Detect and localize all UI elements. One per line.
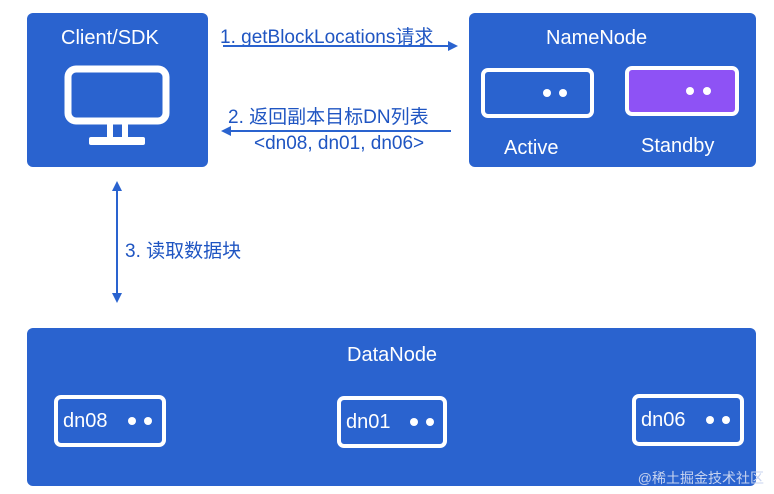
status-dot	[128, 417, 136, 425]
step3-label: 3. 读取数据块	[125, 241, 242, 262]
status-dot	[410, 418, 418, 426]
datanode-dn01: dn01	[337, 396, 447, 448]
status-dot	[706, 416, 714, 424]
status-dot	[703, 87, 711, 95]
step2-label: 2. 返回副本目标DN列表	[228, 107, 429, 128]
standby-label: Standby	[641, 135, 715, 157]
node-label: dn08	[63, 410, 108, 432]
read-arrow	[112, 181, 122, 303]
datanode-box: DataNode dn08 dn01 dn06	[27, 328, 756, 486]
node-label: dn06	[641, 409, 686, 431]
datanode-dn06: dn06	[632, 394, 744, 446]
watermark: @稀土掘金技术社区	[637, 470, 764, 486]
namenode-box: NameNode Active Standby	[469, 13, 756, 167]
step1-label: 1. getBlockLocations请求	[220, 27, 434, 48]
step2-sublabel: <dn08, dn01, dn06>	[254, 133, 425, 154]
status-dot	[559, 89, 567, 97]
active-server	[481, 68, 594, 118]
client-sdk-box: Client/SDK	[27, 13, 208, 167]
standby-server	[625, 66, 739, 116]
status-dot	[543, 89, 551, 97]
namenode-title: NameNode	[546, 27, 648, 49]
status-dot	[686, 87, 694, 95]
status-dot	[144, 417, 152, 425]
status-dot	[722, 416, 730, 424]
datanode-title: DataNode	[347, 344, 438, 366]
monitor-icon	[64, 65, 170, 145]
node-label: dn01	[346, 411, 391, 433]
active-label: Active	[504, 137, 559, 159]
status-dot	[426, 418, 434, 426]
datanode-dn08: dn08	[54, 395, 166, 447]
client-title: Client/SDK	[61, 27, 159, 49]
